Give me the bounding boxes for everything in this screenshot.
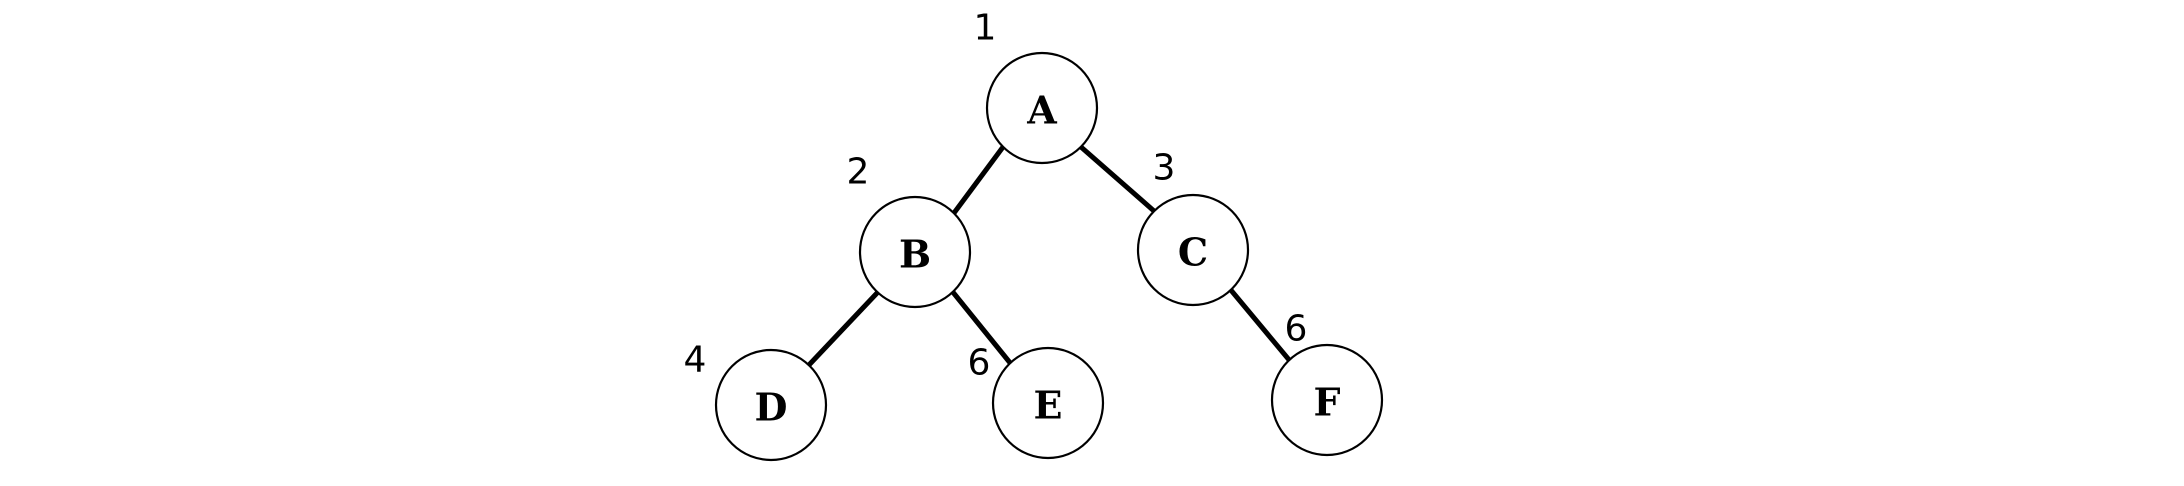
node-e-label: E bbox=[1034, 383, 1063, 428]
node-c[interactable]: C bbox=[1136, 193, 1250, 307]
node-c-label: C bbox=[1178, 230, 1208, 275]
node-f[interactable]: F bbox=[1270, 343, 1384, 457]
node-c-number: 3 bbox=[1153, 148, 1176, 189]
edge-a-b bbox=[951, 145, 1006, 215]
edge-group bbox=[806, 145, 1292, 368]
edge-b-d bbox=[806, 290, 880, 368]
node-f-label: F bbox=[1314, 380, 1341, 425]
edge-b-e bbox=[950, 289, 1013, 366]
node-a-circle[interactable] bbox=[985, 51, 1099, 165]
node-d[interactable]: D bbox=[714, 348, 828, 462]
node-group: A 1 B 2 C 3 D 4 E 6 bbox=[684, 8, 1384, 462]
node-b-circle[interactable] bbox=[858, 195, 972, 309]
node-f-circle[interactable] bbox=[1270, 343, 1384, 457]
node-a-label: A bbox=[1026, 88, 1057, 133]
node-e-circle[interactable] bbox=[991, 346, 1105, 460]
edge-c-f bbox=[1228, 287, 1292, 363]
node-d-circle[interactable] bbox=[714, 348, 828, 462]
node-d-number: 4 bbox=[684, 340, 707, 381]
node-a[interactable]: A bbox=[985, 51, 1099, 165]
node-a-number: 1 bbox=[974, 8, 997, 49]
node-b[interactable]: B bbox=[858, 195, 972, 309]
node-b-label: B bbox=[899, 232, 931, 277]
node-f-number: 6 bbox=[1285, 309, 1308, 350]
node-b-number: 2 bbox=[847, 152, 870, 193]
edge-a-c bbox=[1079, 145, 1156, 213]
node-e-number: 6 bbox=[968, 343, 991, 384]
node-c-circle[interactable] bbox=[1136, 193, 1250, 307]
node-e[interactable]: E bbox=[991, 346, 1105, 460]
node-d-label: D bbox=[755, 385, 788, 430]
